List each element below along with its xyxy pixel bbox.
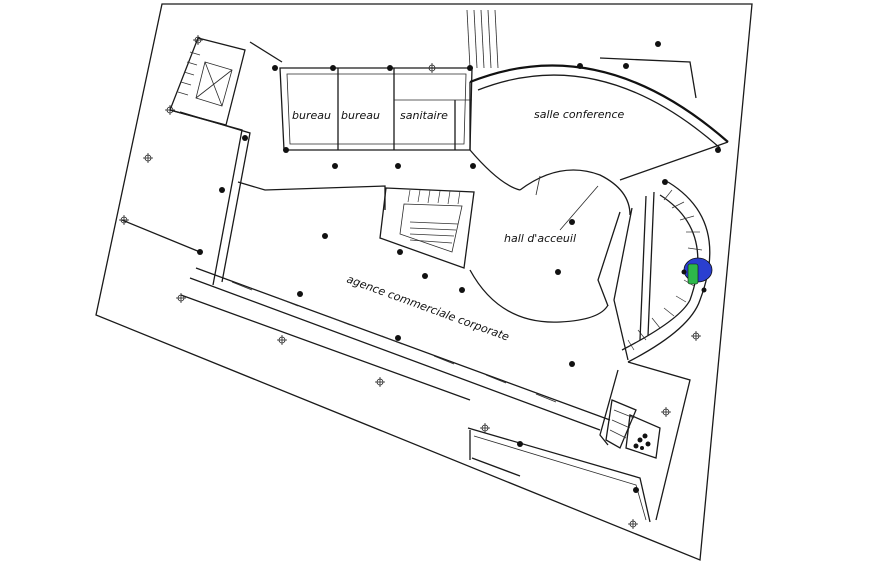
label-sanitaire: sanitaire xyxy=(400,109,448,122)
label-bureau-1: bureau xyxy=(292,109,331,122)
hall-accueil-room xyxy=(469,169,631,323)
stair-central xyxy=(379,187,475,269)
label-hall-accueil: hall d'acceuil xyxy=(504,232,576,245)
stair-north-strip xyxy=(466,9,499,69)
planter-cluster xyxy=(633,433,651,450)
reception-desk-marker xyxy=(681,257,713,293)
stair-southeast xyxy=(605,399,661,459)
office-block xyxy=(249,41,473,151)
wall-left-wing xyxy=(169,109,243,286)
label-salle-conference: salle conference xyxy=(534,108,625,121)
wall-agence-north xyxy=(237,181,386,210)
label-bureau-2: bureau xyxy=(341,109,380,122)
salle-conference-room xyxy=(469,57,729,191)
column-markers xyxy=(119,35,701,529)
label-agence: agence commerciale corporate xyxy=(345,273,511,344)
site-boundary xyxy=(95,3,753,561)
plant-markers xyxy=(197,41,721,493)
stair-curved-east xyxy=(597,181,711,363)
facade-windows xyxy=(231,281,557,403)
